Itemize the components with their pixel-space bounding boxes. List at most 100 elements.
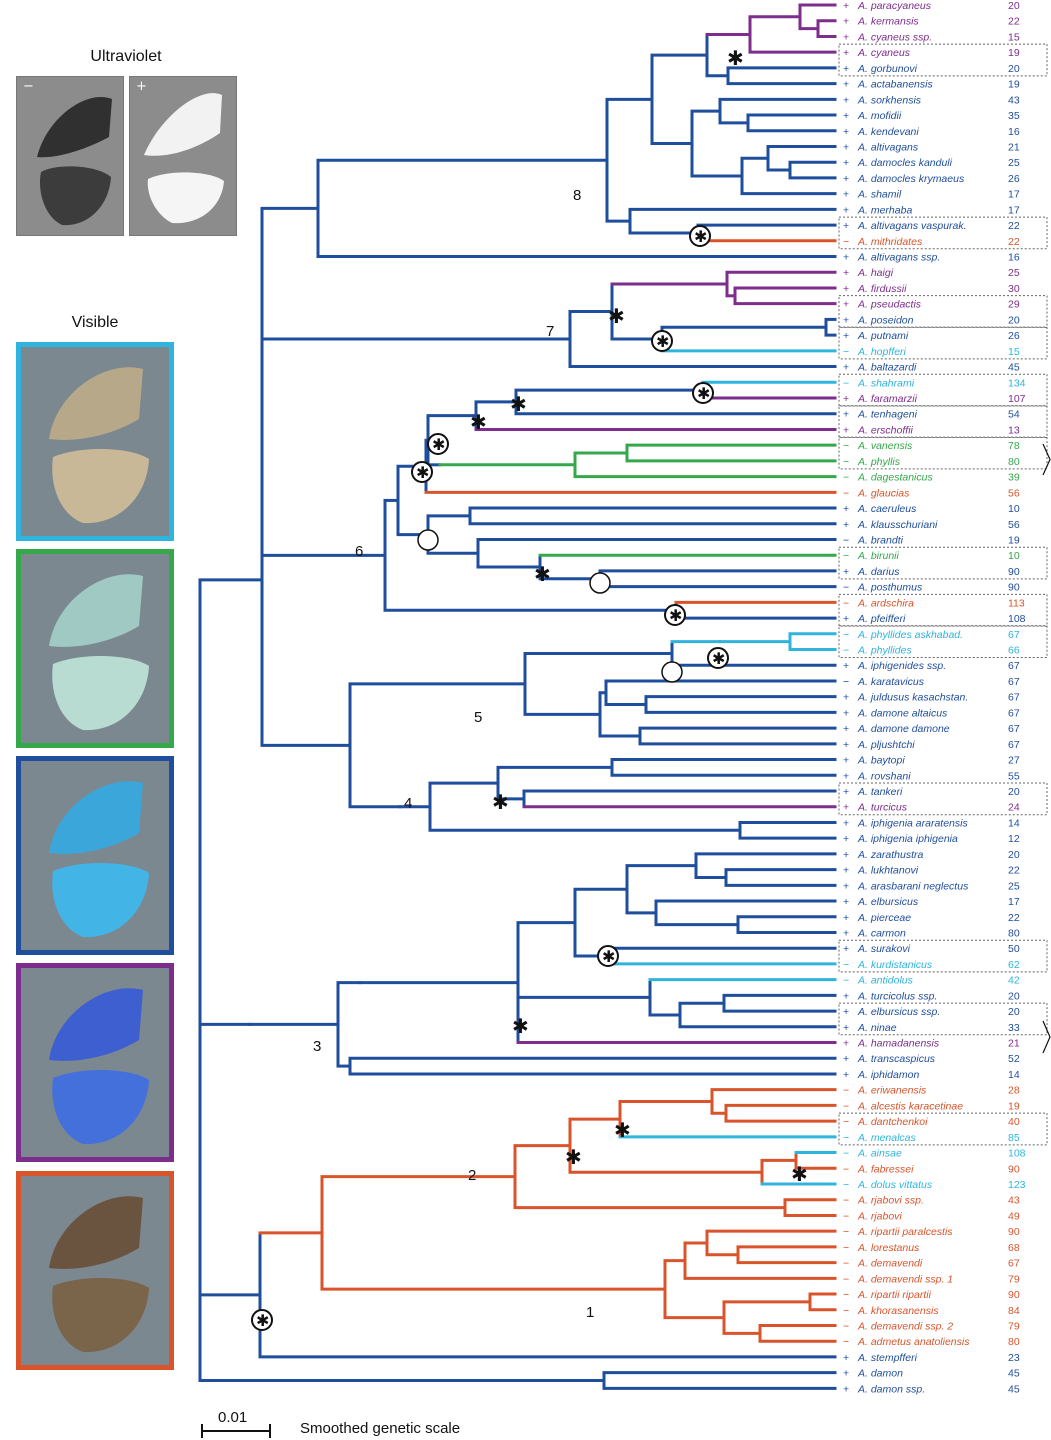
- leaf-label: A. khorasanensis: [857, 1305, 939, 1317]
- leaf-sign: +: [843, 1038, 849, 1050]
- leaf-sign: +: [843, 755, 849, 767]
- leaf-count: 15: [1008, 31, 1020, 43]
- asterisk-marker: ✱: [510, 392, 527, 416]
- leaf-label: A. demavendi ssp. 2: [857, 1320, 953, 1332]
- leaf-sign: +: [843, 1368, 849, 1380]
- leaf-count: 67: [1008, 1258, 1020, 1270]
- clade-number: 7: [546, 323, 554, 340]
- leaf-sign: +: [843, 204, 849, 216]
- leaf-count: 80: [1008, 1336, 1020, 1348]
- leaf-label: A. pfeifferi: [857, 613, 906, 625]
- leaf-label: A. kurdistanicus: [857, 959, 933, 971]
- leaf-count: 23: [1008, 1352, 1020, 1364]
- clade-number: 5: [474, 709, 482, 726]
- asterisk-marker: ✱: [512, 1014, 529, 1038]
- leaf-label: A. damocles krymaeus: [857, 173, 965, 185]
- leaf-sign: −: [843, 1226, 849, 1238]
- leaf-count: 19: [1008, 1100, 1020, 1112]
- leaf-count: 56: [1008, 519, 1020, 531]
- scale-bar-caption: Smoothed genetic scale: [300, 1420, 460, 1437]
- circled-asterisk-glyph: ✱: [697, 384, 710, 403]
- leaf-sign: +: [843, 503, 849, 515]
- leaf-label: A. altivagans vaspurak.: [857, 220, 967, 232]
- leaf-count: 14: [1008, 1069, 1020, 1081]
- leaf-label: A. firdussii: [857, 283, 907, 295]
- leaf-label: A. surakovi: [857, 943, 911, 955]
- leaf-count: 67: [1008, 692, 1020, 704]
- leaf-label: A. iphigenides ssp.: [857, 660, 946, 672]
- leaf-count: 40: [1008, 1116, 1020, 1128]
- leaf-count: 55: [1008, 770, 1020, 782]
- leaf-sign: −: [843, 582, 849, 594]
- leaf-count: 85: [1008, 1132, 1020, 1144]
- leaf-label: A. kendevani: [857, 126, 919, 138]
- asterisk-marker: ✱: [791, 1162, 808, 1186]
- leaf-label: A. stempfferi: [857, 1352, 918, 1364]
- leaf-label: A. pierceae: [857, 912, 911, 924]
- leaf-label: A. merhaba: [857, 204, 912, 216]
- leaf-label: A. demavendi ssp. 1: [857, 1273, 953, 1285]
- leaf-label: A. dagestanicus: [857, 472, 933, 484]
- leaf-sign: −: [843, 1320, 849, 1332]
- leaf-label: A. carmon: [857, 927, 906, 939]
- leaf-label: A. elbursicus ssp.: [857, 1006, 940, 1018]
- leaf-sign: +: [843, 79, 849, 91]
- leaf-sign: −: [843, 1258, 849, 1270]
- leaf-sign: −: [843, 1100, 849, 1112]
- bracket: [1043, 444, 1050, 475]
- leaf-label: A. erschoffii: [857, 424, 914, 436]
- leaf-label: A. poseidon: [857, 314, 914, 326]
- leaf-count: 79: [1008, 1320, 1020, 1332]
- bracket: [1043, 1021, 1050, 1053]
- leaf-sign: +: [843, 362, 849, 374]
- leaf-sign: +: [843, 141, 849, 153]
- leaf-sign: −: [843, 1195, 849, 1207]
- leaf-sign: +: [843, 1352, 849, 1364]
- leaf-label: A. glaucias: [857, 487, 910, 499]
- leaf-count: 24: [1008, 802, 1020, 814]
- leaf-count: 113: [1008, 597, 1025, 609]
- leaf-label: A. iphidamon: [857, 1069, 919, 1081]
- leaf-sign: −: [843, 645, 849, 657]
- leaf-sign: +: [843, 817, 849, 829]
- clade-number: 8: [573, 187, 581, 204]
- asterisk-marker: ✱: [614, 1118, 631, 1142]
- leaf-count: 67: [1008, 723, 1020, 735]
- leaf-sign: +: [843, 330, 849, 342]
- leaf-label: A. paracyaneus: [857, 0, 932, 12]
- leaf-count: 20: [1008, 990, 1020, 1002]
- leaf-sign: +: [843, 566, 849, 578]
- leaf-count: 16: [1008, 252, 1020, 264]
- open-circle-marker: [418, 530, 438, 550]
- leaf-sign: −: [843, 1336, 849, 1348]
- leaf-sign: +: [843, 126, 849, 138]
- leaf-count: 54: [1008, 409, 1020, 421]
- scale-bar-value: 0.01: [218, 1409, 247, 1426]
- circled-asterisk-glyph: ✱: [416, 463, 429, 482]
- leaf-sign: −: [843, 1085, 849, 1097]
- leaf-sign: +: [843, 252, 849, 264]
- leaf-sign: −: [843, 676, 849, 688]
- leaf-label: A. damocles kanduli: [857, 157, 953, 169]
- leaf-label: A. phyllides askhabad.: [857, 629, 963, 641]
- leaf-count: 20: [1008, 786, 1020, 798]
- leaf-label: A. damon ssp.: [857, 1383, 925, 1395]
- leaf-count: 22: [1008, 220, 1020, 232]
- leaf-label: A. darius: [857, 566, 900, 578]
- leaf-sign: +: [843, 393, 849, 405]
- leaf-label: A. lukhtanovi: [857, 865, 919, 877]
- leaf-label: A. sorkhensis: [857, 94, 922, 106]
- leaf-label: A. shamil: [857, 189, 902, 201]
- leaf-sign: +: [843, 912, 849, 924]
- leaf-sign: −: [843, 1273, 849, 1285]
- leaf-label: A. shahrami: [857, 377, 915, 389]
- leaf-label: A. elbursicus: [857, 896, 919, 908]
- leaf-count: 50: [1008, 943, 1020, 955]
- leaf-label: A. altivagans: [857, 141, 919, 153]
- leaf-sign: +: [843, 267, 849, 279]
- leaf-count: 35: [1008, 110, 1020, 122]
- leaf-count: 26: [1008, 173, 1020, 185]
- leaf-label: A. admetus anatoliensis: [857, 1336, 970, 1348]
- leaf-label: A. dolus vittatus: [857, 1179, 933, 1191]
- leaf-label: A. fabressei: [857, 1163, 914, 1175]
